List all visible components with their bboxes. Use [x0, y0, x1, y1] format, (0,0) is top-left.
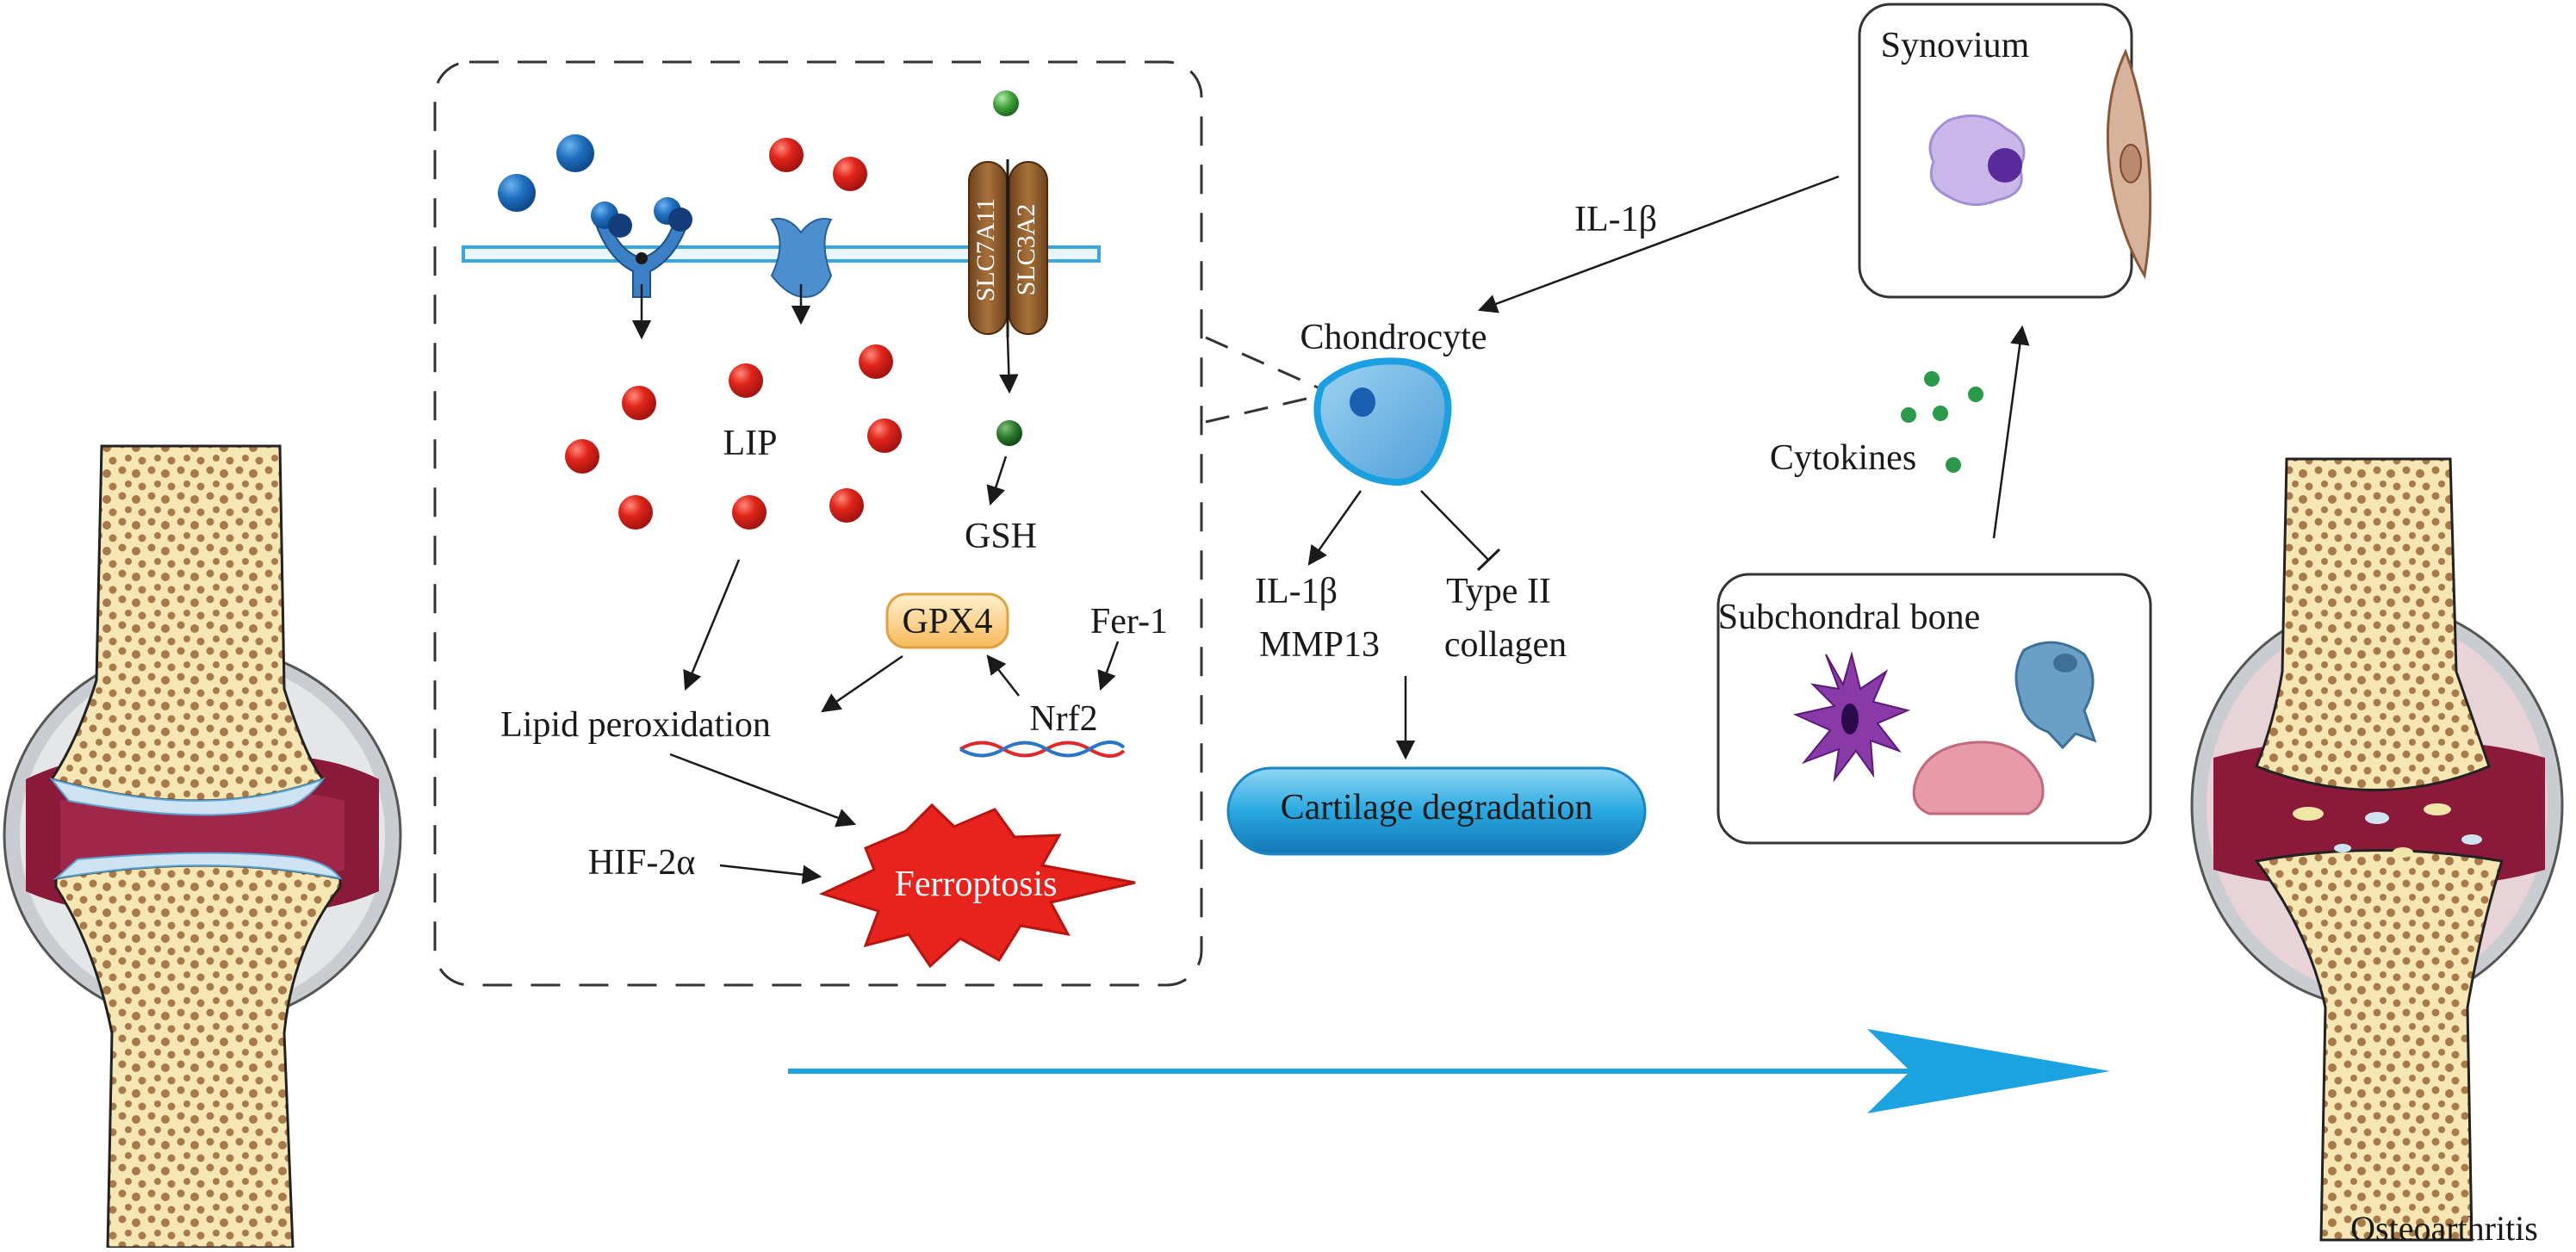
- iron-channel: [770, 218, 833, 299]
- disease-progression-arrow: [788, 1029, 2110, 1113]
- iron-ion: [618, 495, 653, 530]
- lipid-peroxidation-label: Lipid peroxidation: [500, 705, 771, 745]
- synovium-label: Synovium: [1881, 26, 2030, 65]
- callout-line: [1205, 394, 1319, 424]
- iron-ion: [867, 418, 902, 453]
- chondrocyte-inhibits-collagen-line: [1420, 490, 1489, 561]
- fer1-to-nrf2-arrow: [1097, 641, 1120, 691]
- normal-joint-illustration: [3, 444, 402, 1249]
- transferrin-iron-ball: [556, 134, 594, 172]
- dna-helix-icon: [959, 741, 1126, 758]
- nrf2-label: Nrf2: [1029, 699, 1097, 739]
- lip-to-peroxidation-arrow: [683, 559, 741, 691]
- collagen-label: collagen: [1444, 625, 1567, 665]
- osteoclast-icon: [1912, 741, 2045, 815]
- nrf2-to-gpx4-arrow: [986, 654, 1020, 697]
- gsh-label: GSH: [965, 517, 1037, 556]
- chondrocyte-cell: [1313, 357, 1452, 487]
- slc7a11-label: SLC7A11: [971, 198, 1000, 302]
- cytokine-dot: [1924, 371, 1940, 387]
- transferrin-iron-ball: [498, 174, 536, 212]
- gsh-synthesis-arrow: [986, 456, 1008, 506]
- peroxidation-to-ferroptosis-arrow: [669, 753, 857, 827]
- ferroptosis-label: Ferroptosis: [895, 865, 1058, 904]
- iron-ion: [729, 363, 763, 398]
- cytokine-dot: [1933, 406, 1948, 421]
- mmp13-output-label: MMP13: [1259, 625, 1380, 665]
- cytokine-dot: [1946, 457, 1961, 473]
- gpx4-inhibits-peroxidation-arrow: [821, 654, 903, 713]
- iron-ion: [732, 495, 767, 530]
- cysteine-molecule: [996, 420, 1022, 446]
- subchondral-bone-label: Subchondral bone: [1718, 598, 1980, 637]
- fibroblast-icon: [2106, 48, 2152, 280]
- osteoarthritis-label: Osteoarthritis: [2350, 1209, 2538, 1248]
- hif2a-to-ferroptosis-arrow: [719, 864, 822, 884]
- cytokine-dot: [1968, 387, 1983, 402]
- slc3a2-label: SLC3A2: [1012, 204, 1040, 296]
- type-ii-label: Type II: [1446, 572, 1551, 611]
- iron-ion: [769, 138, 804, 172]
- fer1-label: Fer-1: [1090, 602, 1168, 641]
- subchondral-bone-box: [1716, 573, 2152, 845]
- cystine-molecule: [993, 90, 1019, 116]
- iron-ion: [565, 439, 599, 474]
- il1b-output-label: IL-1β: [1255, 572, 1338, 611]
- callout-line: [1205, 336, 1319, 389]
- iron-ion: [859, 344, 893, 379]
- transferrin-iron-ball: [608, 214, 632, 238]
- macrophage-icon: [1928, 114, 2026, 207]
- transferrin-iron-ball: [668, 208, 692, 232]
- synovium-to-chondrocyte-arrow: [1477, 175, 1840, 313]
- cytokine-dot: [1901, 407, 1916, 423]
- ferroptosis-mechanism-panel: [433, 60, 1203, 987]
- osteoblast-icon: [2014, 641, 2097, 750]
- chondrocyte-label: Chondrocyte: [1300, 318, 1487, 357]
- chondrocyte-to-il1b-arrow: [1307, 490, 1362, 566]
- osteoarthritis-joint-illustration: [2190, 457, 2564, 1242]
- iron-ion: [829, 488, 864, 523]
- iron-ion: [622, 386, 656, 420]
- inhibition-bar: [1476, 548, 1501, 572]
- cartilage-degradation-node: [1226, 766, 1647, 856]
- hif2a-label: HIF-2α: [588, 843, 696, 883]
- gpx4-label: GPX4: [902, 602, 992, 641]
- osteocyte-icon: [1792, 651, 1911, 783]
- cartilage-degradation-label: Cartilage degradation: [1281, 788, 1593, 827]
- bone-to-synovium-arrow: [1992, 325, 2030, 539]
- iron-ion: [833, 157, 867, 191]
- cytokines-label: Cytokines: [1770, 438, 1916, 478]
- cystine-import-arrow: [999, 337, 1019, 394]
- system-xc-antiporter: [968, 159, 1048, 338]
- ferroptosis-burst: [818, 803, 1136, 969]
- gpx4-node: [885, 592, 1009, 649]
- il1b-input-label: IL-1β: [1574, 200, 1657, 239]
- lip-label: LIP: [723, 424, 778, 463]
